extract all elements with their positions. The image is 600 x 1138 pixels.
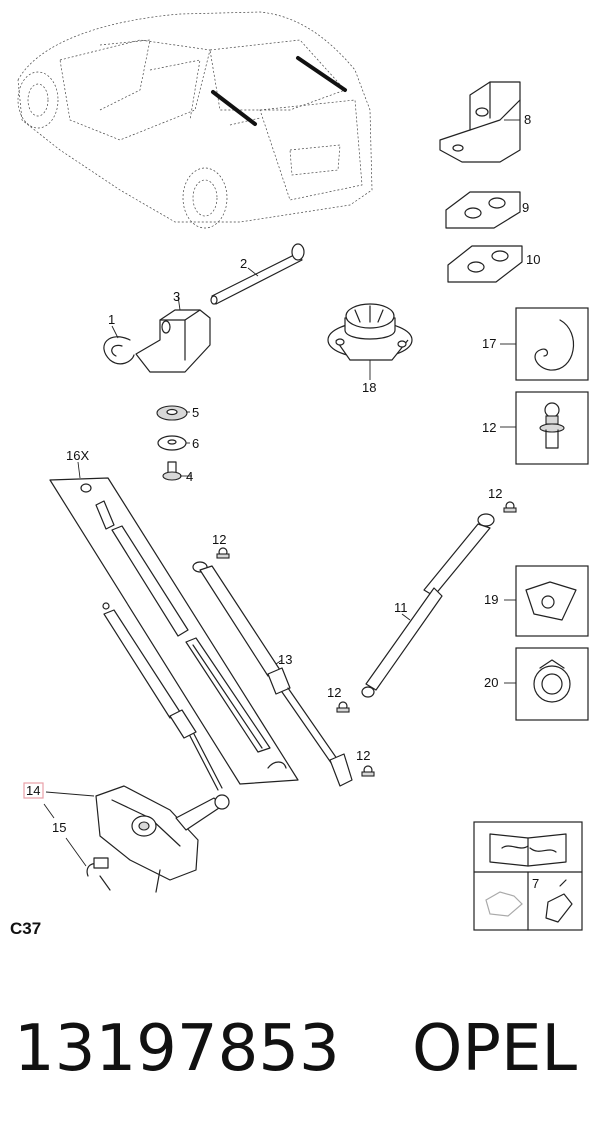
gas-strut-left — [102, 602, 223, 791]
callout-6: 6 — [192, 436, 199, 451]
callout-7: 7 — [532, 876, 539, 891]
callout-14-highlight — [23, 782, 44, 799]
callout-8: 8 — [524, 112, 531, 127]
callout-19: 19 — [484, 592, 498, 607]
part-10-gasket — [447, 245, 523, 283]
callout-12-a: 12 — [212, 532, 226, 547]
part-number: 13197853 — [14, 1012, 340, 1086]
section-code: C37 — [10, 919, 41, 938]
ball-stud-12-d — [361, 765, 375, 777]
part-12-box — [515, 391, 589, 465]
callout-12-c: 12 — [327, 685, 341, 700]
callout-1: 1 — [108, 312, 115, 327]
callout-10: 10 — [526, 252, 540, 267]
callout-16x: 16X — [66, 448, 89, 463]
part-18-motor — [327, 303, 413, 361]
part-20-box — [515, 647, 589, 721]
part-15-plug — [86, 857, 111, 891]
part-19-box — [515, 565, 589, 637]
manual-box — [473, 821, 583, 931]
part-6-washer — [157, 435, 187, 451]
ball-stud-12-c — [336, 701, 350, 713]
part-4-bush — [162, 461, 182, 481]
part-9-shim — [445, 191, 521, 229]
kit-16x-panel — [49, 477, 299, 785]
ball-stud-12-b — [503, 501, 517, 513]
callout-5: 5 — [192, 405, 199, 420]
part-17-box — [515, 307, 589, 381]
part-8-bracket — [439, 81, 521, 163]
brand-name: OPEL — [412, 1012, 577, 1086]
callout-12-e: 12 — [482, 420, 496, 435]
grease-tube-icon — [545, 893, 573, 923]
part-1-clip — [103, 336, 135, 365]
part-3-hinge — [135, 309, 211, 373]
leader-lines — [43, 119, 520, 867]
callout-2: 2 — [240, 256, 247, 271]
callout-13: 13 — [278, 652, 292, 667]
callout-15: 15 — [52, 820, 66, 835]
callout-14: 14 — [26, 783, 40, 798]
callout-11: 11 — [394, 600, 408, 615]
part-13-strut — [192, 561, 353, 787]
part-2-pin — [210, 243, 305, 305]
ball-stud-12-a — [216, 547, 230, 559]
part-5-washer — [156, 405, 188, 421]
callout-4: 4 — [186, 469, 193, 484]
callout-12-d: 12 — [356, 748, 370, 763]
callout-17: 17 — [482, 336, 496, 351]
callout-20: 20 — [484, 675, 498, 690]
part-14-wiper-motor — [95, 785, 230, 893]
part-11-strut — [361, 513, 495, 698]
callout-9: 9 — [522, 200, 529, 215]
car-illustration — [17, 11, 373, 229]
callout-3: 3 — [173, 289, 180, 304]
callout-18: 18 — [362, 380, 376, 395]
callout-12-b: 12 — [488, 486, 502, 501]
oil-can-icon — [485, 891, 523, 917]
